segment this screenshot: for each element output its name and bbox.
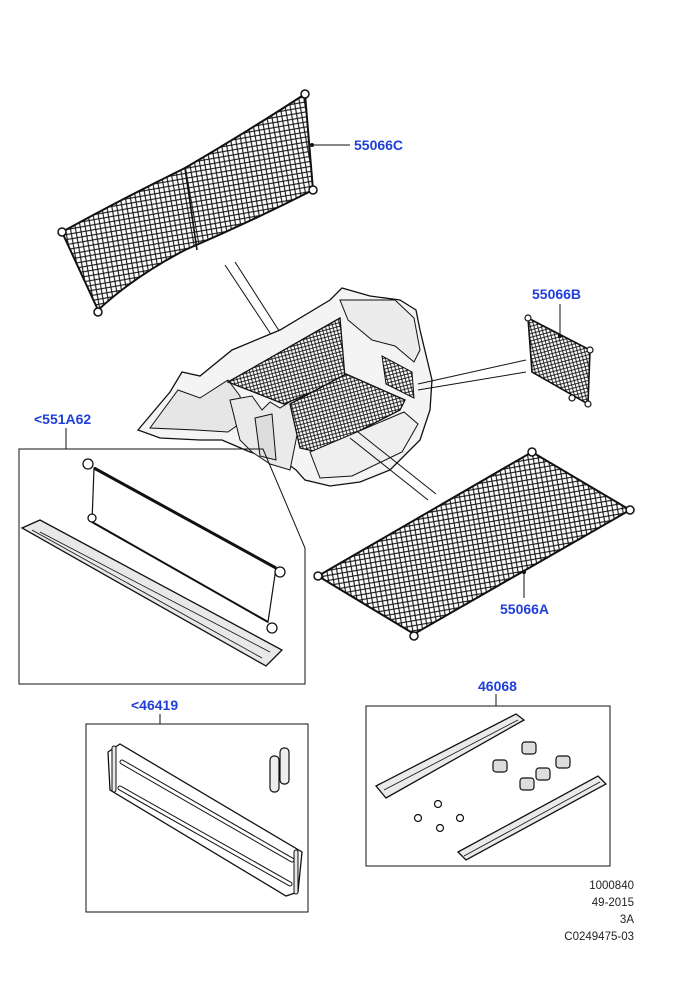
luggage-cover-blind[interactable] [20,458,286,667]
upper-cargo-net[interactable] [57,89,318,317]
reference-illustration-id: C0249475-03 [564,931,634,943]
callout-side-net[interactable]: 55066B [532,286,582,302]
rail-kit-box [365,705,611,867]
reference-number: 1000840 [589,880,634,892]
callout-upper-net[interactable]: 55066C [354,137,404,153]
blind-kit-box [18,448,306,685]
floor-rail-lower[interactable] [456,775,608,861]
callout-rail-kit[interactable]: 46068 [478,678,517,694]
diagram-reference-block: 1000840 49-2015 3A C0249475-03 [494,878,634,946]
callout-blind-kit[interactable]: <551A62 [34,411,92,427]
callout-floor-net[interactable]: 55066A [500,601,550,617]
reference-revision: 3A [619,914,634,926]
callout-partition-kit[interactable]: <46419 [131,697,179,713]
luggage-partition-frame[interactable] [107,743,303,897]
partition-kit-box [85,723,309,913]
floor-cargo-net[interactable] [313,447,635,641]
vehicle-load-space [136,287,433,487]
rail-fixings[interactable] [413,741,571,833]
reference-date-code: 49-2015 [591,897,634,909]
side-cargo-net[interactable] [524,314,594,408]
floor-rail-upper[interactable] [374,713,526,799]
